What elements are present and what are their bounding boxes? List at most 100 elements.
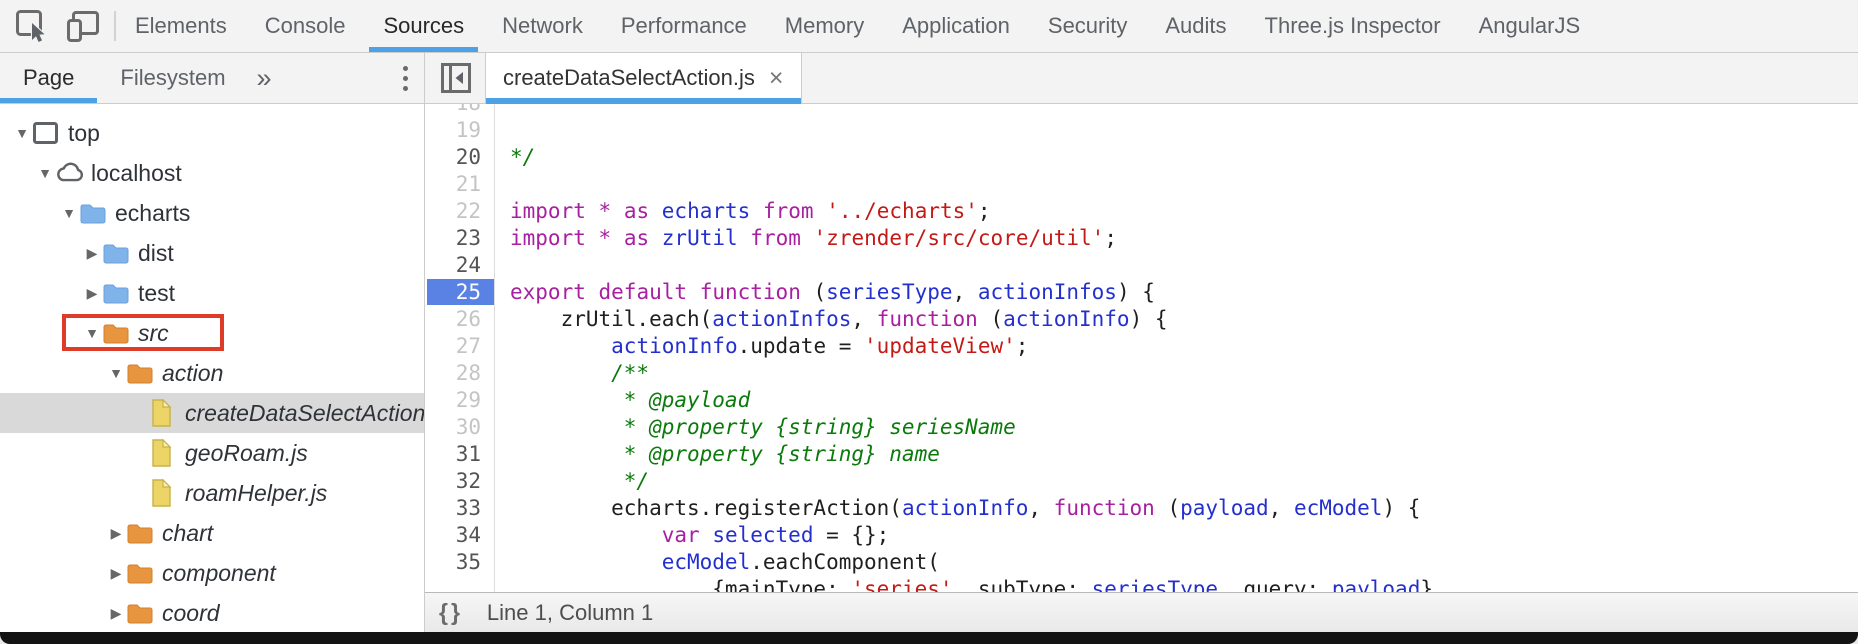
tree-row-georoam-js[interactable]: geoRoam.js [0, 433, 424, 473]
file-tree: ▼top▼localhost▼echarts▶dist▶test▼src▼act… [0, 104, 425, 632]
tree-row-echarts[interactable]: ▼ echarts [0, 193, 424, 233]
code-lines[interactable]: */ import * as echarts from '../echarts';… [495, 104, 1858, 592]
line-number[interactable]: 21 [455, 172, 481, 196]
line-number[interactable]: 35 [455, 550, 481, 574]
folder-blue-icon-wrap [79, 201, 109, 225]
chevron-expanded-icon[interactable]: ▼ [85, 325, 99, 341]
line-number[interactable]: 32 [455, 469, 481, 493]
tree-row-component[interactable]: ▶component [0, 553, 424, 593]
tree-label: top [68, 119, 100, 146]
pretty-print-button[interactable]: {} [439, 599, 463, 625]
line-number[interactable]: 19 [455, 118, 481, 142]
line-number[interactable]: 30 [455, 415, 481, 439]
code-line: actionInfo.update = 'updateView'; [611, 334, 1029, 358]
code-line: */ [510, 469, 650, 493]
chevron-expanded-icon[interactable]: ▼ [62, 205, 76, 221]
tree-label: chart [162, 519, 214, 546]
tree-label: geoRoam.js [185, 439, 308, 466]
tree-row-dist[interactable]: ▶ dist [0, 233, 424, 273]
panel-tabs: Elements Console Sources Network Performance… [116, 0, 1599, 52]
close-tab-button[interactable]: × [768, 63, 784, 92]
tree-row-action[interactable]: ▼action [0, 353, 424, 393]
hide-navigator-button[interactable] [440, 62, 472, 94]
tree-row-coord[interactable]: ▶ coord [0, 593, 424, 632]
line-number[interactable]: 33 [455, 496, 481, 520]
folder-icon [103, 284, 129, 304]
tree-row-top[interactable]: ▼ top [0, 113, 424, 153]
panel-tab-angularjs[interactable]: AngularJS [1478, 13, 1581, 38]
panel-tab-network[interactable]: Network [502, 13, 583, 38]
folder-orange-icon-wrap [126, 561, 156, 585]
panel-tab-sources[interactable]: Sources [364, 0, 483, 52]
code-line: echarts.registerAction(actionInfo, funct… [510, 496, 1421, 520]
tab-page[interactable]: Page [0, 53, 98, 103]
panel-tab-console[interactable]: Console [264, 13, 346, 38]
chevron-collapsed-icon[interactable]: ▶ [110, 564, 122, 581]
panel-tab-memory[interactable]: Memory [784, 13, 865, 38]
line-number[interactable]: 26 [455, 307, 481, 331]
line-number[interactable]: 18 [425, 104, 494, 117]
chevron-collapsed-icon[interactable]: ▶ [86, 244, 98, 261]
line-number[interactable]: 23 [455, 226, 481, 250]
file-icon-wrap [149, 398, 179, 428]
code-line: {mainType: 'series', subType: seriesType… [510, 577, 1446, 592]
folder-blue-icon-wrap [102, 281, 132, 305]
line-number[interactable]: 29 [455, 388, 481, 412]
line-number[interactable]: 22 [455, 199, 481, 223]
file-tab-createdataselectaction[interactable]: createDataSelectAction.js × [485, 53, 802, 104]
line-number[interactable]: 24 [455, 253, 481, 277]
folder-orange-icon-wrap [126, 361, 156, 385]
code-line: import * as zrUtil from 'zrender/src/cor… [510, 226, 1117, 250]
tree-row-chart[interactable]: ▶ chart [0, 513, 424, 553]
chevron-expanded-icon[interactable]: ▼ [38, 165, 52, 181]
tree-label: coord [162, 599, 220, 626]
panel-tab-elements[interactable]: Elements [135, 13, 227, 38]
toolbar-left-icons [0, 0, 112, 52]
tree-row-roamhelper-js[interactable]: roamHelper.js [0, 473, 424, 513]
line-number[interactable]: 27 [455, 334, 481, 358]
chevron-expanded-icon[interactable]: ▼ [109, 365, 123, 381]
devtools-toolbar: Elements Console Sources Network Performance… [0, 0, 1858, 53]
tree-label: roamHelper.js [185, 479, 328, 506]
line-number[interactable]: 28 [455, 361, 481, 385]
panel-tab-application[interactable]: Application [902, 13, 1010, 38]
hide-navigator-icon [441, 63, 471, 93]
panel-tab-performance[interactable]: Performance [620, 13, 747, 38]
window-bottom-edge [0, 632, 1858, 644]
navigator-menu-button[interactable] [403, 53, 408, 103]
cloud-icon-wrap [55, 161, 85, 185]
chevron-collapsed-icon[interactable]: ▶ [110, 524, 122, 541]
inspect-element-button[interactable] [14, 8, 50, 44]
chevron-collapsed-icon[interactable]: ▶ [110, 604, 122, 621]
folder-icon [127, 564, 153, 584]
frame-icon-wrap [32, 120, 62, 146]
line-number[interactable]: 34 [455, 523, 481, 547]
panel-tab-audits[interactable]: Audits [1165, 13, 1227, 38]
tree-row-createdataselectaction-js[interactable]: createDataSelectAction.js [0, 393, 424, 433]
code-lines-inner: */ import * as echarts from '../echarts';… [510, 144, 1858, 592]
tab-filesystem[interactable]: Filesystem [120, 65, 226, 90]
code-line: /** [510, 361, 650, 385]
tree-label: echarts [115, 199, 191, 226]
code-line: import * as echarts from '../echarts'; [510, 199, 991, 223]
line-number[interactable]: 20 [455, 145, 481, 169]
line-number[interactable]: 31 [455, 442, 481, 466]
panel-tab-security[interactable]: Security [1047, 13, 1128, 38]
device-toolbar-button[interactable] [66, 8, 102, 44]
tree-row-src[interactable]: ▼src [0, 313, 424, 353]
folder-icon [103, 244, 129, 264]
panel-tab-three-js-inspector[interactable]: Three.js Inspector [1264, 13, 1441, 38]
chevron-collapsed-icon[interactable]: ▶ [86, 284, 98, 301]
more-tabs-button[interactable]: » [256, 62, 272, 93]
tree-label: dist [138, 239, 174, 266]
status-bar: {} Line 1, Column 1 [425, 592, 1858, 632]
line-number-execution-badge[interactable]: 25 [425, 279, 494, 306]
tree-row-test[interactable]: ▶test [0, 273, 424, 313]
cursor-position-label: Line 1, Column 1 [486, 599, 654, 625]
tree-row-localhost[interactable]: ▼localhost [0, 153, 424, 193]
chevron-expanded-icon[interactable]: ▼ [15, 125, 29, 141]
code-line: ecModel.eachComponent( [661, 550, 940, 574]
